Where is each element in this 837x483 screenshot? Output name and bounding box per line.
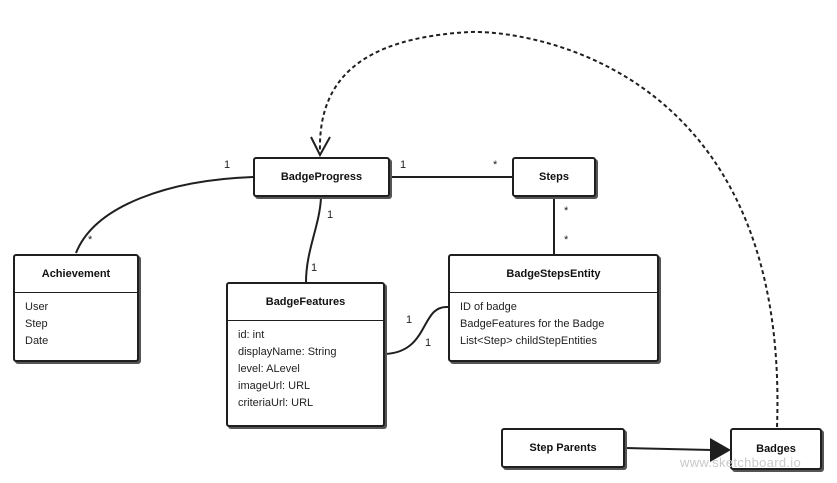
step-parents-title: Step Parents	[529, 442, 597, 454]
badge-features-attributes: id: int displayName: String level: ALeve…	[228, 321, 383, 412]
multiplicity-label: *	[493, 159, 498, 171]
badge-steps-entity-box[interactable]: BadgeStepsEntity ID of badge BadgeFeatur…	[448, 254, 659, 362]
badges-title: Badges	[756, 443, 796, 455]
multiplicity-label: *	[88, 234, 93, 246]
multiplicity-label: 1	[224, 159, 231, 171]
attribute: criteriaUrl: URL	[238, 397, 314, 409]
achievement-box[interactable]: Achievement User Step Date	[13, 254, 139, 362]
multiplicity-label: 1	[425, 337, 432, 349]
badge-progress-title: BadgeProgress	[280, 171, 363, 183]
attribute: User	[25, 301, 49, 313]
multiplicity-label: *	[564, 205, 569, 217]
attribute: level: ALevel	[238, 363, 300, 375]
badge-steps-entity-title: BadgeStepsEntity	[450, 256, 657, 293]
attribute: displayName: String	[238, 346, 337, 358]
multiplicity-label: 1	[311, 262, 318, 274]
achievement-title: Achievement	[15, 256, 137, 293]
achievement-attributes: User Step Date	[15, 293, 137, 350]
attribute: List<Step> childStepEntities	[460, 335, 597, 347]
connector-progress-features	[305, 196, 322, 283]
steps-title: Steps	[539, 171, 569, 183]
attribute: id: int	[238, 329, 265, 341]
steps-box[interactable]: Steps	[512, 157, 596, 197]
badge-features-title: BadgeFeatures	[228, 284, 383, 321]
attribute: Date	[25, 335, 49, 347]
attribute: BadgeFeatures for the Badge	[460, 318, 605, 330]
attribute: ID of badge	[460, 301, 517, 313]
arrowhead-filled-icon	[710, 438, 731, 462]
connector-badges-progress-dashed	[318, 30, 779, 428]
multiplicity-label: 1	[406, 314, 413, 326]
connector-features-entity	[384, 305, 449, 355]
multiplicity-label: *	[564, 234, 569, 246]
arrowhead-open-icon	[310, 136, 331, 158]
badge-progress-box[interactable]: BadgeProgress	[253, 157, 390, 197]
attribute: Step	[25, 318, 48, 330]
connector-achievement-progress	[75, 176, 254, 254]
badge-features-box[interactable]: BadgeFeatures id: int displayName: Strin…	[226, 282, 385, 427]
attribute: imageUrl: URL	[238, 380, 311, 392]
connector-stepparents-badges	[624, 447, 713, 451]
multiplicity-label: 1	[327, 209, 334, 221]
badge-steps-entity-attributes: ID of badge BadgeFeatures for the Badge …	[450, 293, 657, 350]
step-parents-box[interactable]: Step Parents	[501, 428, 625, 468]
multiplicity-label: 1	[400, 159, 407, 171]
watermark: www.sketchboard.io	[680, 455, 802, 470]
badges-box[interactable]: Badges	[730, 428, 822, 470]
